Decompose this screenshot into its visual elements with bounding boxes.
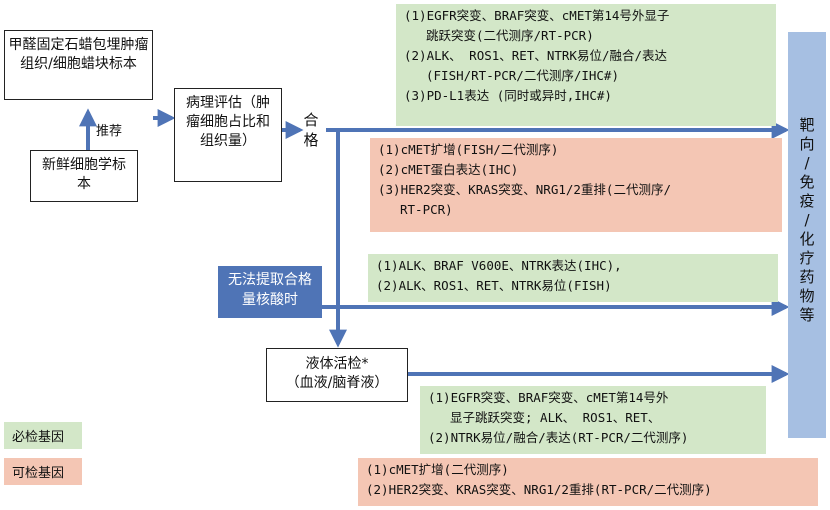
legend-optional: 可检基因 (4, 458, 82, 485)
group3-required-genes: (1)EGFR突变、BRAF突变、cMET第14号外 显子跳跃突变; ALK、 … (420, 386, 766, 454)
gene-line: (3)HER2突变、KRAS突变、NRG1/2重排(二代测序/ (378, 182, 671, 197)
recommend-label: 推荐 (96, 124, 123, 139)
liquid-biopsy-title: 液体活检* (305, 356, 369, 372)
target-char: 免 (799, 173, 815, 191)
gene-line: (2)NTRK易位/融合/表达(RT-PCR/二代测序) (428, 430, 689, 445)
gene-line: (1)cMET扩增(二代测序) (366, 462, 509, 477)
gene-line: (1)EGFR突变、BRAF突变、cMET第14号外 (428, 390, 669, 405)
gene-line: (2)cMET蛋白表达(IHC) (378, 162, 519, 177)
target-char: 药 (799, 268, 815, 286)
fresh-sample-box: 新鲜细胞学标本 (30, 150, 138, 202)
target-char: 向 (799, 135, 815, 153)
gene-line: (1)ALK、BRAF V600E、NTRK表达(IHC), (376, 258, 622, 273)
cannot-extract-box: 无法提取合格量核酸时 (218, 266, 322, 318)
target-char: 疫 (799, 192, 815, 210)
gene-line: (2)HER2突变、KRAS突变、NRG1/2重排(RT-PCR/二代测序) (366, 482, 712, 497)
pathology-box: 病理评估（肿瘤细胞占比和组织量） (174, 88, 282, 182)
liquid-biopsy-box: 液体活检* （血液/脑脊液） (266, 348, 408, 402)
gene-line: 显子跳跃突变; ALK、 ROS1、RET、 (450, 410, 661, 425)
group1-optional-genes: (1)cMET扩增(FISH/二代测序) (2)cMET蛋白表达(IHC) (3… (370, 138, 782, 232)
target-char: / (804, 211, 810, 229)
fresh-sample-text: 新鲜细胞学标本 (42, 157, 126, 192)
group2-required-genes: (1)ALK、BRAF V600E、NTRK表达(IHC), (2)ALK、RO… (368, 254, 778, 302)
target-char: 疗 (799, 249, 815, 267)
group1-required-genes: (1)EGFR突变、BRAF突变、cMET第14号外显子 跳跃突变(二代测序/R… (396, 4, 776, 126)
gene-line: (FISH/RT-PCR/二代测序/IHC#) (426, 68, 619, 83)
qualified-label: 合格 (303, 111, 319, 149)
fixed-sample-box: 甲醛固定石蜡包埋肿瘤组织/细胞蜡块标本 (4, 30, 153, 100)
group3-optional-genes: (1)cMET扩增(二代测序) (2)HER2突变、KRAS突变、NRG1/2重… (358, 458, 818, 506)
target-char: 靶 (799, 116, 815, 134)
gene-line: (2)ALK、ROS1、RET、NTRK易位(FISH) (376, 278, 612, 293)
cannot-extract-text: 无法提取合格量核酸时 (228, 272, 312, 308)
gene-line: 跳跃突变(二代测序/RT-PCR) (426, 28, 594, 43)
target-char: 等 (799, 306, 815, 324)
pathology-text: 病理评估（肿瘤细胞占比和组织量） (186, 95, 270, 149)
gene-line: (1)cMET扩增(FISH/二代测序) (378, 142, 559, 157)
gene-line: (1)EGFR突变、BRAF突变、cMET第14号外显子 (404, 8, 670, 23)
liquid-biopsy-subtitle: （血液/脑脊液） (285, 375, 389, 391)
target-char: / (804, 154, 810, 172)
gene-line: (3)PD-L1表达 (同时或异时,IHC#) (404, 88, 612, 103)
gene-line: (2)ALK、 ROS1、RET、NTRK易位/融合/表达 (404, 48, 668, 63)
target-therapy-column: 靶 向 / 免 疫 / 化 疗 药 物 等 (788, 32, 826, 438)
legend-required: 必检基因 (4, 422, 82, 449)
target-char: 化 (799, 230, 815, 248)
gene-line: RT-PCR) (400, 202, 453, 217)
fixed-sample-text: 甲醛固定石蜡包埋肿瘤组织/细胞蜡块标本 (8, 37, 149, 72)
target-char: 物 (799, 287, 815, 305)
